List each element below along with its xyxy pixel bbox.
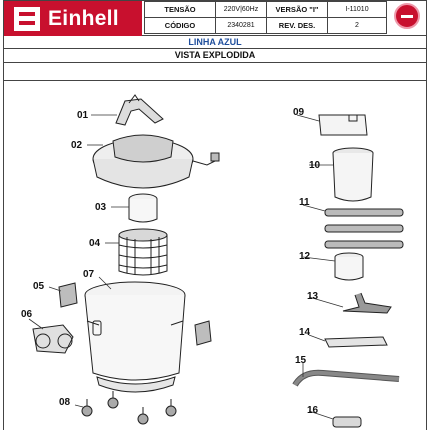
spec-table: TENSÃO 220V|60Hz VERSÃO "I" I-11010 CÓDI… (144, 1, 387, 34)
part-tank-drawing (84, 281, 186, 393)
part-number: 13 (307, 291, 319, 302)
rev-value: 2 (327, 17, 387, 34)
part-number: 11 (299, 197, 310, 208)
part-sleeve-filter-drawing (332, 147, 374, 202)
part-number: 15 (295, 355, 307, 366)
diagram-frame (3, 81, 427, 430)
part-number: 10 (309, 160, 321, 171)
versao-label: VERSÃO "I" (266, 1, 328, 18)
part-filter-drawing (128, 193, 158, 223)
part-number: 09 (293, 107, 305, 118)
header-block: Einhell TENSÃO 220V|60Hz VERSÃO "I" I-11… (3, 0, 427, 36)
part-number: 07 (83, 269, 95, 280)
leader-07 (98, 276, 112, 290)
leader-13 (308, 296, 344, 308)
part-number: 16 (307, 405, 319, 416)
leader-06 (28, 318, 44, 330)
tensao-value: 220V|60Hz (215, 1, 267, 18)
part-adapter-drawing (332, 416, 362, 428)
part-latch-drawing (58, 282, 212, 346)
part-handle-drawing (115, 94, 164, 126)
leader-08 (74, 404, 84, 408)
leader-09 (296, 114, 320, 122)
tensao-label: TENSÃO (144, 1, 216, 18)
codigo-value: 2340281 (215, 17, 267, 34)
part-hose-drawing (292, 369, 400, 387)
part-caster-drawing (81, 391, 177, 425)
view-title: VISTA EXPLODIDA (3, 49, 427, 63)
part-number: 01 (77, 110, 89, 121)
part-bag-drawing (318, 114, 368, 136)
part-sponge-drawing (334, 252, 364, 281)
line-name: LINHA AZUL (3, 36, 427, 49)
brand-name: Einhell (48, 6, 119, 30)
document-sheet: Einhell TENSÃO 220V|60Hz VERSÃO "I" I-11… (3, 0, 427, 430)
exploded-view-diagram: 01 02 03 04 05 06 07 08 09 10 11 12 13 1… (21, 94, 404, 428)
rev-label: REV. DES. (266, 17, 328, 34)
part-number: 14 (299, 327, 311, 338)
part-number: 05 (33, 281, 45, 292)
part-crevice-tool-drawing (324, 336, 388, 348)
part-number: 08 (59, 397, 71, 408)
codigo-label: CÓDIGO (144, 17, 216, 34)
part-coupling-drawing (32, 324, 74, 354)
part-filter-cage-drawing (118, 228, 168, 276)
brand-logo: Einhell (4, 1, 142, 36)
part-floor-nozzle-drawing (342, 292, 392, 314)
leader-11 (302, 204, 326, 212)
part-tubes-drawing (324, 208, 404, 249)
part-motor-head-drawing (92, 134, 220, 189)
quality-seal-icon (394, 3, 420, 29)
leader-12 (302, 256, 336, 262)
part-number: 04 (89, 238, 101, 249)
blank-row (3, 63, 427, 81)
part-number: 06 (21, 309, 33, 320)
leader-05 (48, 286, 62, 292)
brand-mark-icon (14, 6, 40, 31)
part-number: 03 (95, 202, 107, 213)
part-number: 02 (71, 140, 83, 151)
leader-14 (308, 334, 326, 342)
versao-value: I-11010 (327, 1, 387, 18)
part-number: 12 (299, 251, 311, 262)
leader-16 (308, 410, 334, 420)
